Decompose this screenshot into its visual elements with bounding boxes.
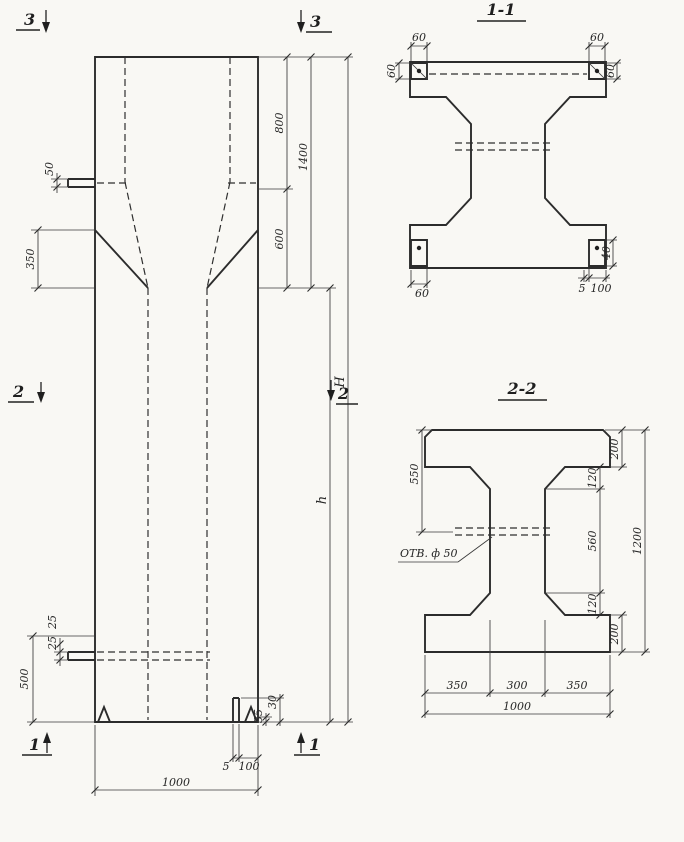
dim-label-350: 350 — [24, 249, 37, 270]
dim-label-300: 300 — [507, 679, 528, 692]
dim-label-1000-section: 1000 — [503, 700, 531, 713]
dim-label-1200: 1200 — [631, 527, 644, 555]
section-1-1-dim-ticks — [395, 42, 621, 288]
section-2-2-title: 2-2 — [507, 379, 537, 398]
dim-label-600: 600 — [273, 229, 286, 250]
dim-label-40-right: 40 — [600, 246, 613, 261]
section-marker-2-right: 2 — [327, 380, 358, 405]
dim-label-25a: 25 — [46, 615, 59, 630]
anchor-dot — [416, 245, 422, 251]
marker-3-left-label: 3 — [24, 10, 35, 29]
section-marker-1-left: 1 — [22, 732, 52, 756]
section-1-1-hidden-lines — [429, 73, 587, 151]
dim-label-200-bottom: 200 — [608, 624, 621, 646]
dim-label-60-top-right: 60 — [590, 31, 604, 44]
hole-callout-label: ОТВ. ф 50 — [400, 547, 458, 560]
dim-label-120-top: 120 — [586, 468, 599, 489]
dim-label-35: 35 — [252, 709, 265, 723]
dim-label-1000: 1000 — [162, 776, 190, 789]
dim-label-h: h — [315, 496, 330, 504]
dim-label-560: 560 — [586, 531, 599, 552]
anchor-dot — [594, 245, 600, 251]
marker-1-right-label: 1 — [309, 735, 320, 754]
dim-label-60-left-vertical: 60 — [385, 64, 398, 78]
dim-label-100-bottom: 100 — [591, 282, 612, 295]
anchor-dot — [594, 68, 600, 74]
dim-label-120-bottom: 120 — [586, 594, 599, 615]
anchor-dot — [416, 68, 422, 74]
dim-label-base-5: 5 — [223, 760, 230, 773]
dim-label-60-top-left: 60 — [412, 31, 426, 44]
dim-label-350-right: 350 — [567, 679, 588, 692]
marker-3-right-label: 3 — [310, 12, 321, 31]
marker-2-right-label: 2 — [337, 384, 349, 403]
section-1-1-view: 1-1 60 60 60 60 60 5 100 40 — [385, 0, 621, 300]
section-2-2-dim-lines — [416, 429, 650, 718]
dim-label-25b: 25 — [46, 636, 59, 651]
dim-label-base-100: 100 — [239, 760, 260, 773]
section-2-2-hole-hidden-lines — [455, 527, 550, 536]
hole-callout-leader — [398, 536, 493, 563]
dim-label-500: 500 — [18, 669, 31, 690]
section-1-1-dim-lines — [395, 42, 621, 288]
section-marker-2-left: 2 — [8, 382, 45, 403]
dim-label-H: H — [333, 376, 348, 389]
section-marker-1-right: 1 — [294, 732, 320, 756]
dim-label-30: 30 — [266, 695, 279, 709]
column-dim-ticks — [29, 53, 352, 794]
dim-label-200-top: 200 — [608, 439, 621, 461]
column-hidden-lines — [97, 57, 256, 720]
column-elevation-view: 3 3 2 2 1 1 800 600 1400 — [8, 10, 358, 796]
section-1-1-plate-diagonals — [410, 62, 606, 80]
section-1-1-corner-plates — [410, 62, 606, 267]
section-1-1-outline — [409, 61, 607, 269]
dim-label-5-bottom: 5 — [579, 282, 586, 295]
dim-label-1400: 1400 — [297, 143, 310, 171]
dim-label-350-left: 350 — [447, 679, 468, 692]
marker-1-left-label: 1 — [29, 735, 40, 754]
section-marker-3-right: 3 — [297, 10, 332, 33]
section-marker-3-left: 3 — [16, 10, 50, 33]
dim-label-550: 550 — [408, 464, 421, 485]
section-2-2-view: 2-2 ОТВ. ф 50 550 200 120 560 120 200 12… — [398, 379, 650, 718]
section-2-2-dim-ticks — [418, 426, 649, 718]
column-dim-lines — [27, 56, 353, 796]
dim-label-60-right-vertical: 60 — [604, 64, 617, 78]
dim-label-50: 50 — [43, 162, 56, 176]
marker-2-left-label: 2 — [12, 382, 24, 401]
dim-label-800: 800 — [273, 113, 286, 134]
section-2-2-outline — [424, 429, 611, 653]
dim-label-60-bottom-left: 60 — [415, 287, 429, 300]
hole-callout: ОТВ. ф 50 — [398, 536, 493, 563]
section-1-1-title: 1-1 — [487, 0, 516, 19]
